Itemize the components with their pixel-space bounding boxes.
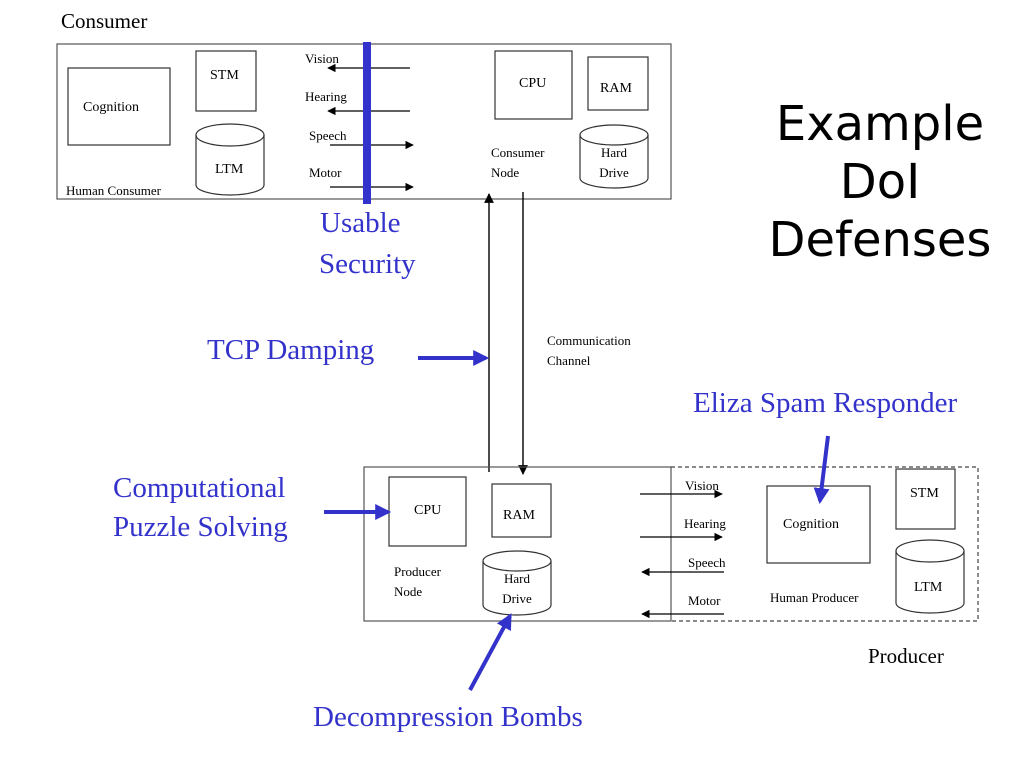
- producer-human-label: Human Producer: [770, 590, 859, 605]
- producer-ram-box: [491, 483, 552, 538]
- puzzle-label-2: Puzzle Solving: [113, 511, 288, 543]
- consumer-cognition-label: Cognition: [83, 100, 140, 115]
- eliza-arrow: [813, 435, 830, 505]
- producer-stm-box: [895, 468, 956, 530]
- consumer-cpu-box: [494, 50, 573, 120]
- consumer-hearing-label: Hearing: [305, 89, 347, 104]
- title-line-2: DoI: [839, 154, 921, 210]
- producer-heading: Producer: [868, 644, 944, 668]
- producer-hearing-label: Hearing: [684, 516, 726, 531]
- consumer-hard-drive-label-1: Hard: [601, 145, 627, 160]
- decompression-label: Decompression Bombs: [313, 701, 583, 733]
- producer-speech-label: Speech: [688, 555, 726, 570]
- consumer-node-label-2: Node: [491, 165, 520, 180]
- producer-node-box: [363, 466, 672, 622]
- producer-ram-label: RAM: [503, 508, 535, 523]
- channel-label-1: Communication: [547, 333, 631, 348]
- consumer-ltm-cylinder: [195, 123, 265, 196]
- usable-security-bar: [363, 42, 371, 204]
- consumer-hard-drive-cylinder: [579, 124, 649, 189]
- consumer-speech-label: Speech: [309, 128, 347, 143]
- producer-node-label-2: Node: [394, 584, 423, 599]
- producer-cognition-label: Cognition: [783, 517, 840, 532]
- puzzle-label-1: Computational: [113, 472, 286, 504]
- producer-node-label-1: Producer: [394, 564, 441, 579]
- producer-cognition-box: [766, 485, 871, 564]
- consumer-ltm-label: LTM: [215, 162, 244, 177]
- usable-security-label-2: Security: [319, 248, 416, 280]
- eliza-label: Eliza Spam Responder: [693, 387, 958, 419]
- consumer-heading: Consumer: [61, 9, 148, 33]
- producer-cpu-label: CPU: [414, 503, 442, 518]
- consumer-motor-label: Motor: [309, 165, 342, 180]
- producer-ltm-cylinder: [895, 539, 965, 614]
- consumer-human-label: Human Consumer: [66, 183, 161, 198]
- consumer-hard-drive-label-2: Drive: [599, 165, 629, 180]
- consumer-cpu-label: CPU: [519, 76, 547, 91]
- producer-stm-label: STM: [910, 486, 939, 501]
- consumer-ram-box: [587, 56, 649, 111]
- producer-hard-drive-label-2: Drive: [502, 591, 532, 606]
- consumer-vision-label: Vision: [305, 51, 339, 66]
- consumer-stm-label: STM: [210, 68, 239, 83]
- slide-title: Example DoI Defenses: [740, 95, 1020, 269]
- decompression-arrow: [468, 613, 512, 691]
- usable-security-label-1: Usable: [320, 207, 401, 239]
- consumer-ram-label: RAM: [600, 81, 632, 96]
- producer-hard-drive-label-1: Hard: [504, 571, 530, 586]
- consumer-stm-box: [195, 50, 257, 112]
- channel-label-2: Channel: [547, 353, 591, 368]
- producer-motor-label: Motor: [688, 593, 721, 608]
- producer-hard-drive-cylinder: [482, 550, 552, 616]
- producer-vision-label: Vision: [685, 478, 719, 493]
- producer-ltm-label: LTM: [914, 580, 943, 595]
- title-line-1: Example: [775, 96, 985, 152]
- consumer-cognition-box: [67, 67, 171, 146]
- consumer-node-label-1: Consumer: [491, 145, 545, 160]
- tcp-damping-label: TCP Damping: [207, 334, 375, 366]
- title-line-3: Defenses: [768, 212, 992, 268]
